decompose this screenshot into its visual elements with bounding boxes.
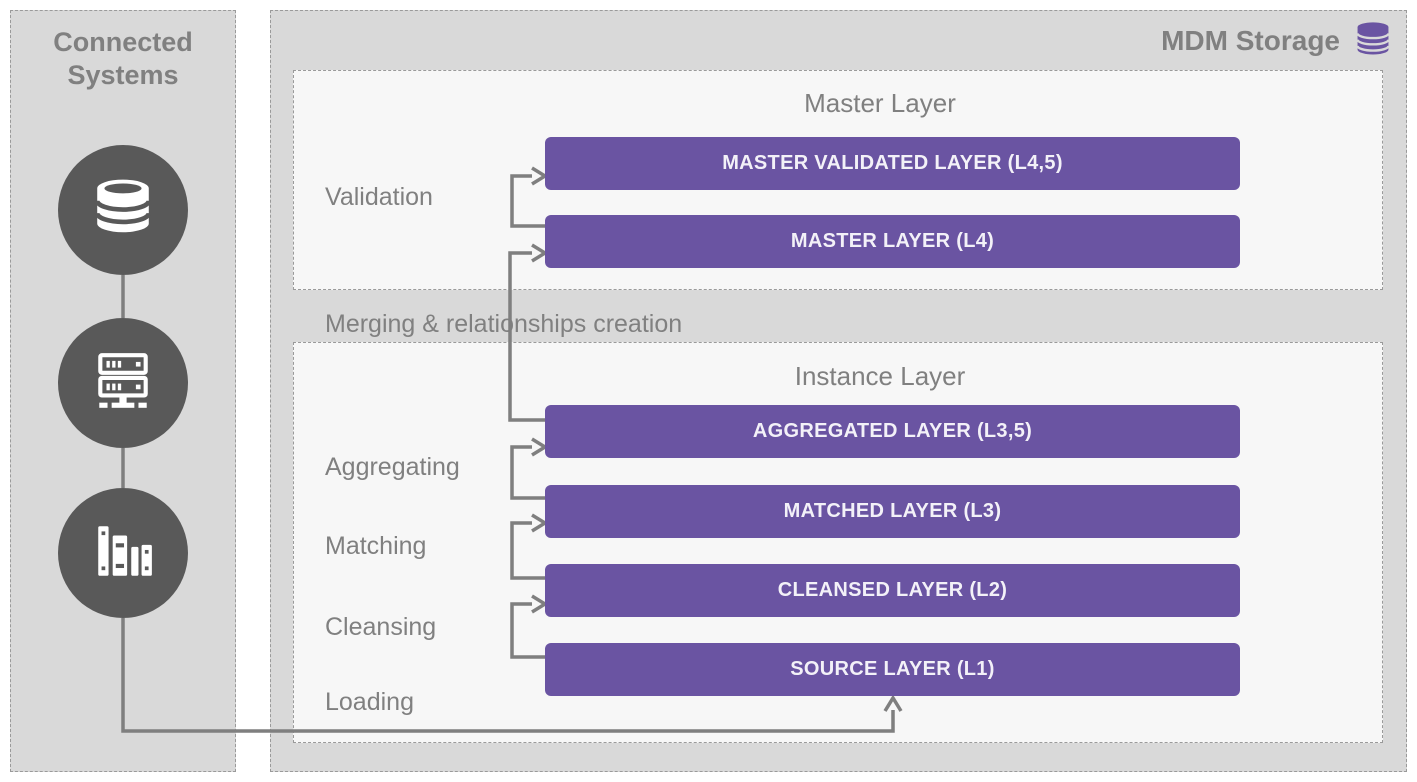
server-icon [90,348,156,419]
mdm-storage-header: MDM Storage [1100,18,1392,64]
database-cylinder-icon [1354,18,1392,65]
layer-bar-master-validated: MASTER VALIDATED LAYER (L4,5) [545,137,1240,190]
master-layer-title: Master Layer [804,88,956,118]
process-label-cleansing: Cleansing [325,613,437,641]
process-label-matching: Matching [325,532,427,560]
instance-layer-title: Instance Layer [794,361,966,391]
bookshelf-icon [90,518,156,589]
database-system-circle [58,145,188,275]
process-label-aggregating: Aggregating [325,453,460,481]
merging-relationships-label: Merging & relationships creation [325,310,683,338]
database-icon [90,175,156,246]
layer-bar-source: SOURCE LAYER (L1) [545,643,1240,696]
layer-bar-matched: MATCHED LAYER (L3) [545,485,1240,538]
mdm-storage-title: MDM Storage [1161,25,1340,56]
layer-bar-cleansed: CLEANSED LAYER (L2) [545,564,1240,617]
bookshelf-system-circle [58,488,188,618]
connected-systems-title: Connected Systems [53,27,193,90]
server-system-circle [58,318,188,448]
process-label-loading: Loading [325,688,414,716]
layer-bar-aggregated: AGGREGATED LAYER (L3,5) [545,405,1240,458]
layer-bar-master: MASTER LAYER (L4) [545,215,1240,268]
process-label-validation: Validation [325,183,433,211]
